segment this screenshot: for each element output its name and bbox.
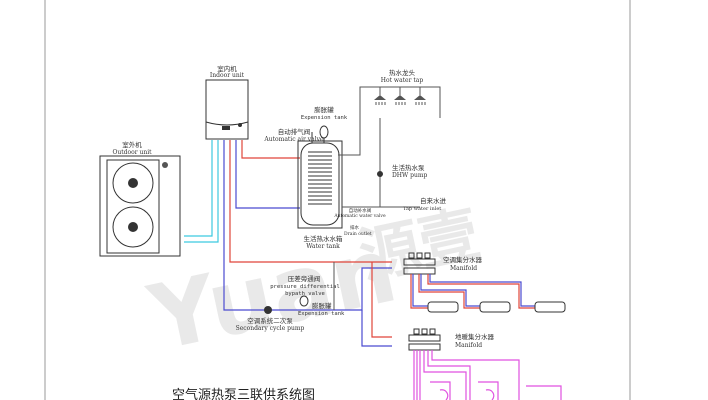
indoor-unit [205,79,249,140]
tap-water-inlet-label-en: Tap water inlet [403,206,441,212]
shower-tap-icons [374,95,426,105]
water-tank [297,125,343,229]
ac-manifold-label-cn: 空调集分水器 [443,255,483,264]
drain-label-en: Drain outlet [344,231,372,237]
dhw-pipe [342,118,381,208]
dhw-pump-label-cn: 生活热水泵 [392,163,425,172]
dhw-pump-icon [377,171,383,177]
hot-water-pipe [338,86,441,156]
expansion-tank-label-en: Expension tank [301,115,348,121]
expansion-tank-2-label-en: Expension tank [298,311,345,317]
secondary-pump-icon [264,306,272,314]
hot-water-tap-label-en: Hot water tap [381,77,424,84]
fan-coil-units [427,301,566,313]
secondary-pump-label-cn: 空调系统二次泵 [247,316,293,325]
tank-supply-line [241,140,300,159]
floor-manifold-label-cn: 地暖集分水器 [455,332,495,341]
ac-manifold-label-en: Manifold [450,265,477,272]
floor-manifold [408,328,441,351]
expansion-tank-2 [299,295,309,307]
tap-water-inlet-label-cn: 自来水进 [420,196,447,205]
auto-water-valve-label-en: Automatic water valve [333,213,386,219]
bypass-valve-label-cn: 压差旁通阀 [288,274,321,283]
secondary-pump-label-en: Secondary cycle pump [236,325,305,332]
floor-return-line [361,310,392,347]
refrigerant-line-1 [184,140,213,237]
refrigerant-line-2 [184,140,219,243]
air-valve-label-cn: 自动排气阀 [278,127,311,136]
expansion-tank-2-label-cn: 膨胀罐 [312,301,332,310]
diagram-title: 空气源热泵三联供系统图 [172,387,315,400]
bypass-valve-label-en-2: bypath valve [285,291,325,297]
floor-heating-loops [413,350,562,400]
auto-water-valve-label-cn: 自动补水阀 [349,207,372,214]
bypass-valve-label-en-1: pressure differential [270,284,340,290]
water-tank-label-cn: 生活热水水箱 [304,234,344,243]
fan-coil-return-lines [412,274,535,307]
outdoor-unit-label-en: Outdoor unit [112,149,152,156]
air-valve-label-en: Automatic air valve [263,136,324,143]
expansion-tank-label-cn: 膨胀罐 [314,105,334,114]
water-tank-label-en: Water tank [306,243,340,250]
tank-return-line [235,140,300,209]
floor-supply-line [371,262,392,338]
hot-water-tap-label-cn: 热水龙头 [389,68,416,77]
indoor-unit-label-cn: 室内机 [217,64,237,73]
dhw-pump-label-en: DHW pump [392,172,428,179]
outdoor-unit [99,155,181,257]
ac-supply-line [229,140,392,263]
fan-coil-supply-lines [410,274,535,309]
outdoor-unit-label-cn: 室外机 [122,140,142,149]
drain-label-cn: 排水 [350,224,359,231]
floor-manifold-label-en: Manifold [455,342,482,349]
indoor-unit-label-en: Indoor unit [210,72,245,79]
